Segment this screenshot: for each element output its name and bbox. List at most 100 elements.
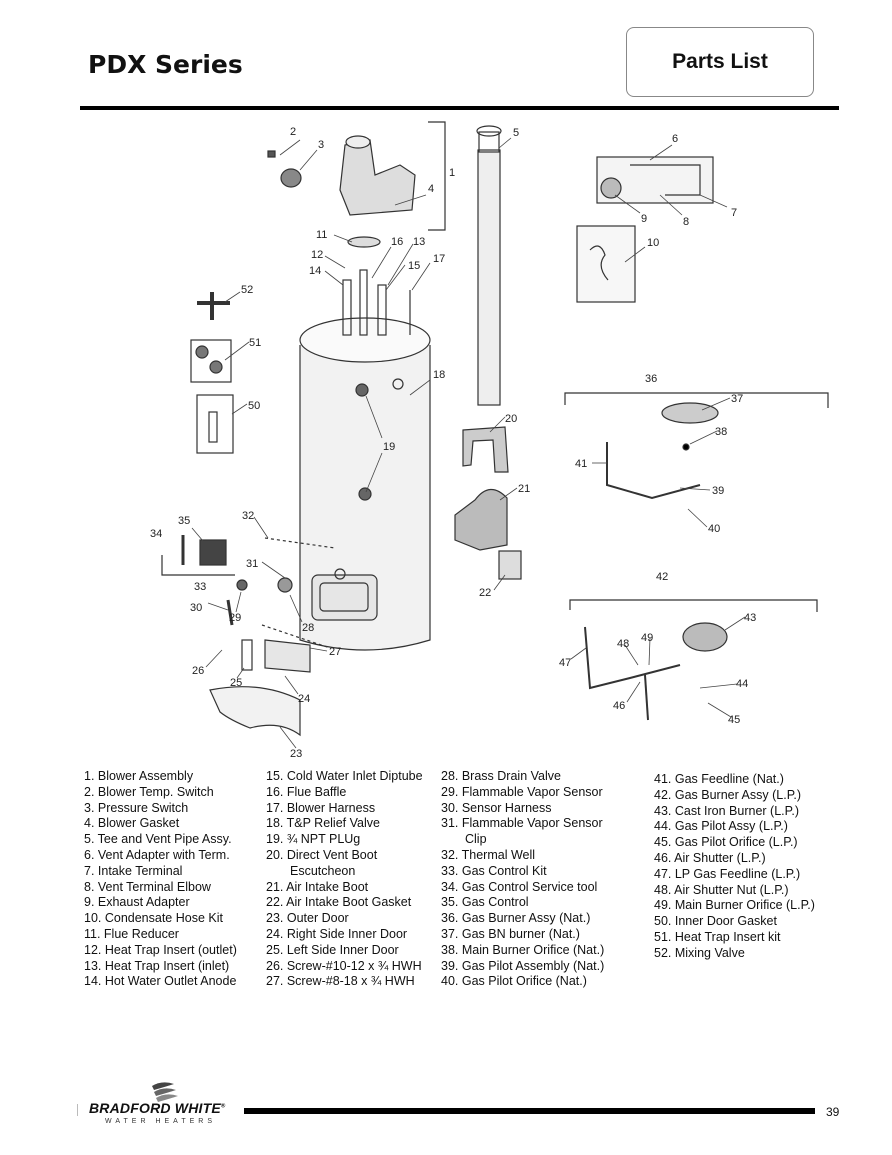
- exploded-parts-diagram: 1 2 3 4 5 6 7 8 9 10 11 12 13 14 15 16 1…: [150, 121, 829, 760]
- callout-28: 28: [302, 622, 314, 634]
- part-item: 33. Gas Control Kit: [441, 863, 547, 878]
- callout-1: 1: [449, 167, 455, 179]
- part-item: 31. Flammable Vapor Sensor: [441, 816, 603, 831]
- part-item: 21. Air Intake Boot: [266, 879, 369, 894]
- callout-6: 6: [672, 133, 678, 145]
- part-item: 9. Exhaust Adapter: [84, 895, 190, 910]
- part-item: 15. Cold Water Inlet Diptube: [266, 769, 423, 783]
- part-item: 24. Right Side Inner Door: [266, 926, 408, 941]
- callout-48: 48: [617, 638, 629, 650]
- callout-11: 11: [316, 229, 327, 241]
- callout-39: 39: [712, 485, 724, 497]
- part-item: 36. Gas Burner Assy (Nat.): [441, 911, 591, 926]
- callout-lines: [191, 137, 746, 749]
- callout-17: 17: [433, 253, 445, 265]
- part-item: 5. Tee and Vent Pipe Assy.: [84, 832, 232, 847]
- callout-25: 25: [230, 677, 242, 689]
- vent-pipe: [477, 149, 501, 406]
- part-item: 40. Gas Pilot Orifice (Nat.): [441, 974, 587, 989]
- parts-column-3: 28. Brass Drain Valve 29. Flammable Vapo…: [441, 769, 604, 990]
- callout-2: 2: [290, 126, 296, 138]
- callout-19: 19: [383, 441, 395, 453]
- callout-18: 18: [433, 369, 445, 381]
- brand-name: BRADFORD WHITE®: [89, 1100, 226, 1116]
- part-item: 48. Air Shutter Nut (L.P.): [654, 882, 789, 897]
- callout-38: 38: [715, 426, 727, 438]
- inner-door-right: [264, 639, 311, 673]
- part-item: 29. Flammable Vapor Sensor: [441, 784, 603, 799]
- part-item: 49. Main Burner Orifice (L.P.): [654, 898, 815, 913]
- part-item: 39. Gas Pilot Assembly (Nat.): [441, 958, 605, 973]
- callout-27: 27: [329, 646, 341, 658]
- callout-40: 40: [708, 523, 720, 535]
- callout-31: 31: [246, 558, 258, 570]
- parts-column-4: 41. Gas Feedline (Nat.) 42. Gas Burner A…: [654, 772, 815, 962]
- callout-42: 42: [656, 571, 668, 583]
- callout-5: 5: [513, 127, 519, 139]
- part-item: 23. Outer Door: [266, 911, 349, 926]
- part-item: 45. Gas Pilot Orifice (L.P.): [654, 835, 798, 850]
- part-item: 1. Blower Assembly: [84, 769, 194, 783]
- outer-door: [209, 686, 301, 737]
- tank-top: [299, 317, 431, 363]
- part-item: 14. Hot Water Outlet Anode: [84, 974, 237, 989]
- callout-22: 22: [479, 587, 491, 599]
- callout-12: 12: [311, 249, 323, 261]
- part-item: 17. Blower Harness: [266, 800, 376, 815]
- part-item: 47. LP Gas Feedline (L.P.): [654, 866, 801, 881]
- part-item: 19. ¾ NPT PLUg: [266, 832, 361, 847]
- brand-logo: BRADFORD WHITE® WATER HEATERS: [84, 1080, 244, 1126]
- part-item: 34. Gas Control Service tool: [441, 879, 598, 894]
- parts-column-2: 15. Cold Water Inlet Diptube 16. Flue Ba…: [266, 769, 423, 990]
- lp-burner: [682, 622, 728, 652]
- callout-13: 13: [413, 236, 425, 248]
- callout-30: 30: [190, 602, 202, 614]
- series-title: PDX Series: [88, 50, 243, 79]
- callout-8: 8: [683, 216, 689, 228]
- part-item: 8. Vent Terminal Elbow: [84, 879, 211, 894]
- part-item: 10. Condensate Hose Kit: [84, 911, 223, 926]
- part-item: 6. Vent Adapter with Term.: [84, 847, 230, 862]
- part-item: 30. Sensor Harness: [441, 800, 552, 815]
- part-item: 28. Brass Drain Valve: [441, 769, 561, 783]
- part-item: 35. Gas Control: [441, 895, 529, 910]
- combustion-door: [311, 574, 378, 621]
- part-item: 2. Blower Temp. Switch: [84, 784, 214, 799]
- part-item: 37. Gas BN burner (Nat.): [441, 926, 580, 941]
- part-item: 42. Gas Burner Assy (L.P.): [654, 787, 802, 802]
- callout-47: 47: [559, 657, 571, 669]
- callout-24: 24: [298, 693, 310, 705]
- callout-16: 16: [391, 236, 403, 248]
- part-item: 51. Heat Trap Insert kit: [654, 929, 781, 944]
- part-item: 3. Pressure Switch: [84, 800, 189, 815]
- callout-21: 21: [518, 483, 530, 495]
- part-item: 38. Main Burner Orifice (Nat.): [441, 942, 605, 957]
- callout-32: 32: [242, 510, 254, 522]
- brand-tagline: WATER HEATERS: [105, 1118, 216, 1125]
- part-item: 25. Left Side Inner Door: [266, 942, 399, 957]
- callout-49: 49: [641, 632, 653, 644]
- part-item: 4. Blower Gasket: [84, 816, 180, 831]
- part-item-continued: Escutcheon: [290, 863, 356, 878]
- callout-35: 35: [178, 515, 190, 527]
- part-item: 43. Cast Iron Burner (L.P.): [654, 803, 799, 818]
- part-item: 11. Flue Reducer: [84, 926, 179, 941]
- callout-36: 36: [645, 373, 657, 385]
- part-item: 18. T&P Relief Valve: [266, 816, 380, 831]
- part-item: 32. Thermal Well: [441, 847, 536, 862]
- callout-50: 50: [248, 400, 260, 412]
- blower-assembly: [339, 139, 416, 216]
- callout-37: 37: [731, 393, 743, 405]
- part-item: 41. Gas Feedline (Nat.): [654, 772, 784, 786]
- part-item-continued: Clip: [465, 832, 487, 847]
- nat-burner: [661, 402, 719, 424]
- page-number: 39: [826, 1105, 840, 1119]
- flame-logo-icon: [152, 1082, 178, 1102]
- callout-3: 3: [318, 139, 324, 151]
- part-item: 16. Flue Baffle: [266, 784, 347, 799]
- part-item: 22. Air Intake Boot Gasket: [266, 895, 412, 910]
- part-item: 7. Intake Terminal: [84, 863, 183, 878]
- callout-52: 52: [241, 284, 253, 296]
- callout-9: 9: [641, 213, 647, 225]
- part-item: 50. Inner Door Gasket: [654, 914, 777, 929]
